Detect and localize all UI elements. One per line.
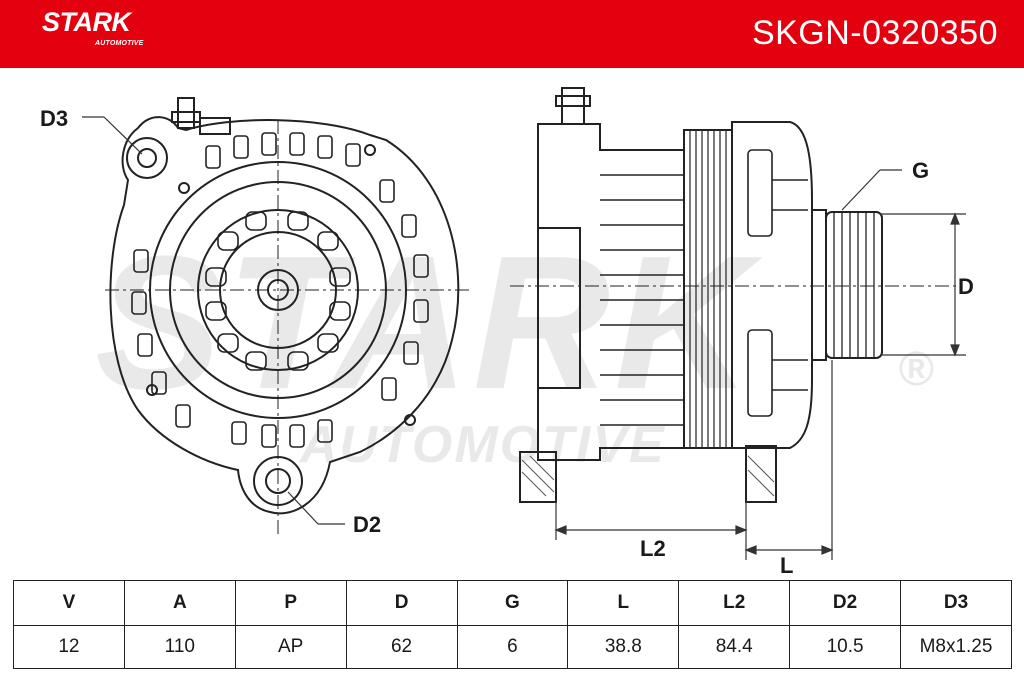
alternator-front-view [105, 97, 470, 535]
label-d2: D2 [353, 512, 381, 537]
label-g: G [912, 158, 929, 183]
spec-header-a: A [123, 580, 236, 626]
spec-value-g: 6 [456, 625, 569, 669]
spec-header-d: D [345, 580, 458, 626]
label-l2: L2 [640, 536, 666, 561]
spec-header-p: P [234, 580, 347, 626]
watermark-registered: ® [898, 343, 934, 396]
watermark-brand: STARK [95, 217, 763, 429]
brand-logo-subtitle: AUTOMOTIVE [95, 40, 144, 47]
spec-header-v: V [13, 580, 125, 626]
spec-table: V A P D G L L2 D2 D3 12 110 AP 62 6 38.8… [13, 580, 1012, 669]
label-l: L [780, 553, 793, 578]
spec-header-d2: D2 [789, 580, 901, 626]
spec-header-l: L [567, 580, 680, 626]
spec-header-g: G [456, 580, 569, 626]
spec-value-d3: M8x1.25 [900, 625, 1012, 669]
spec-header-d3: D3 [900, 580, 1012, 626]
spec-value-d: 62 [345, 625, 458, 669]
spec-value-a: 110 [123, 625, 236, 669]
spec-value-p: AP [234, 625, 347, 669]
header-bar: STARK AUTOMOTIVE SKGN-0320350 [0, 0, 1024, 68]
dimension-lines [82, 116, 966, 560]
spec-value-l: 38.8 [567, 625, 680, 669]
spec-value-d2: 10.5 [789, 625, 901, 669]
part-number: SKGN-0320350 [751, 14, 998, 52]
technical-drawing: STARK AUTOMOTIVE ® [40, 87, 974, 578]
spec-value-v: 12 [13, 625, 125, 669]
label-d: D [958, 274, 974, 299]
spec-value-l2: 84.4 [678, 625, 791, 669]
alternator-side-view [510, 87, 960, 503]
brand-logo: STARK [42, 7, 131, 37]
spec-header-l2: L2 [678, 580, 791, 626]
spec-header-row: V A P D G L L2 D2 D3 [13, 580, 1012, 626]
spec-value-row: 12 110 AP 62 6 38.8 84.4 10.5 M8x1.25 [13, 625, 1012, 669]
label-d3: D3 [40, 106, 68, 131]
